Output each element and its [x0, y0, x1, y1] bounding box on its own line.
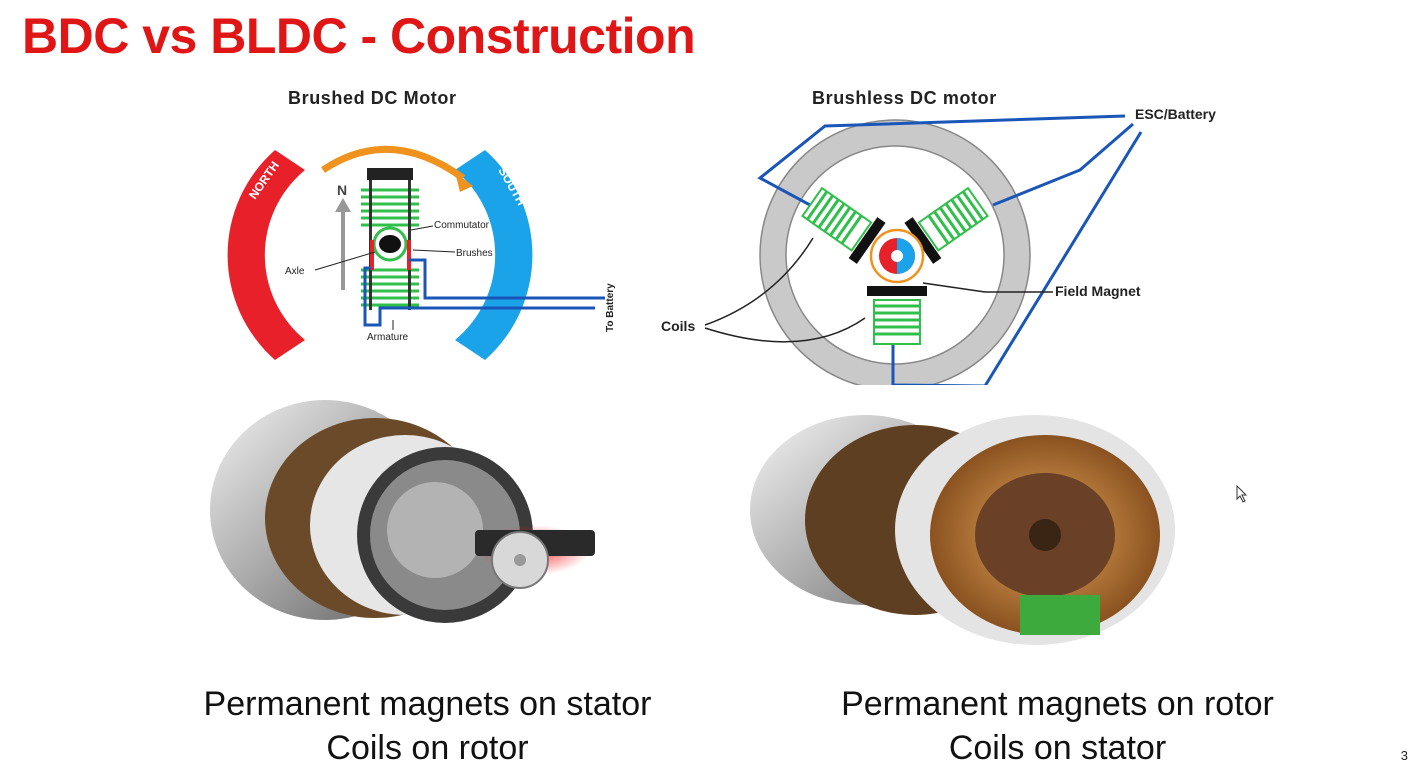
brushed-caption: Permanent magnets on stator Coils on rot… [140, 682, 715, 770]
brushless-motor-photo [750, 415, 1175, 645]
esc-wire-3 [891, 131, 1143, 385]
field-magnet-pointer [922, 282, 986, 293]
brushless-dc-motor-diagram: ESC/Battery Field Magnet Coils [661, 106, 1216, 385]
brushes-label: Brushes [456, 248, 493, 259]
brushed-motor-photo [210, 400, 595, 623]
coils-pointer-2 [704, 317, 866, 343]
esc-battery-label: ESC/Battery [1135, 106, 1216, 122]
armature-label: Armature [367, 332, 409, 343]
brushless-caption-line2: Coils on stator [948, 729, 1167, 767]
brushed-caption-line2: Coils on rotor [326, 729, 529, 767]
brushless-diagram-title: Brushless DC motor [812, 88, 997, 108]
brush-right [407, 240, 411, 270]
stator-outer-edge [759, 119, 1031, 385]
stator-inner-edge [785, 145, 1005, 365]
coil-bottom [867, 286, 927, 345]
battery-wire-1 [409, 258, 605, 300]
brushes-pointer [412, 249, 456, 253]
esc-wire-1 [757, 114, 1126, 207]
commutator-label: Commutator [434, 220, 490, 231]
n-label: N [337, 182, 347, 198]
rotation-arrow [321, 145, 466, 181]
field-magnet-label: Field Magnet [1055, 283, 1141, 299]
to-battery-label: To Battery [605, 283, 616, 332]
axle-label: Axle [285, 266, 305, 277]
brush-left [370, 240, 374, 270]
stator-ring [760, 120, 1030, 385]
brushless-caption-line1: Permanent magnets on rotor [841, 685, 1274, 723]
coils-pointer-1 [704, 237, 814, 326]
north-magnet [227, 150, 305, 360]
rotation-arrow-head [455, 172, 473, 192]
rotor-rotation-arrow [869, 228, 925, 284]
brushless-caption: Permanent magnets on rotor Coils on stat… [780, 682, 1335, 770]
axle-dot [379, 235, 401, 253]
axle-pointer [314, 251, 376, 271]
coil-right [904, 186, 989, 264]
armature-top-cap [367, 168, 413, 180]
field-magnet-south-half [897, 238, 915, 274]
battery-wire-2 [363, 266, 595, 327]
esc-wire-2 [992, 122, 1134, 207]
brushed-diagram-title: Brushed DC Motor [288, 88, 457, 108]
page-number: 3 [1400, 748, 1408, 763]
mouse-cursor-icon [1236, 485, 1248, 503]
brushed-dc-motor-diagram: NORTH SOUTH N Commutator Brushes Axle Ar… [227, 145, 616, 360]
coils-label: Coils [661, 318, 695, 334]
coil-left [801, 186, 886, 264]
field-arrow-head [335, 198, 351, 212]
commutator-pointer [410, 225, 434, 231]
rotor-axle [891, 250, 903, 262]
slide-title: BDC vs BLDC - Construction [22, 8, 696, 64]
brushed-caption-line1: Permanent magnets on stator [203, 685, 652, 723]
